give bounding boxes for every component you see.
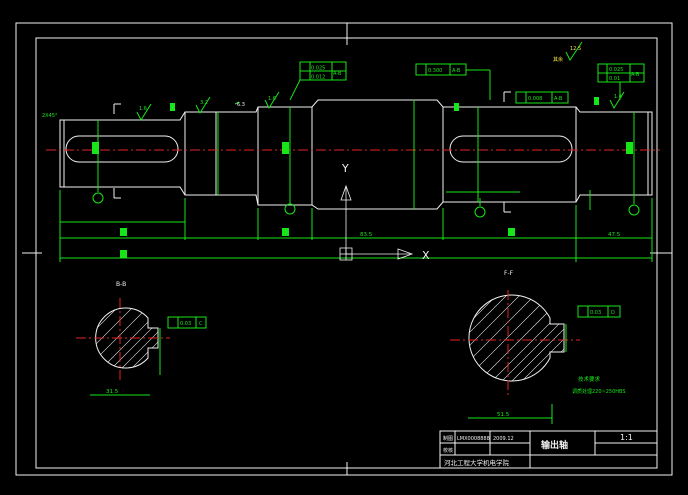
roughness-symbols: 1.6 3.2 1.6 1.6 12.5 其余 2X45° 6.3 bbox=[42, 41, 625, 122]
section-b-label: F-F bbox=[504, 270, 514, 277]
tol2-value: 0.300 bbox=[428, 68, 442, 74]
tol1-top: 0.025 bbox=[311, 66, 325, 72]
row1-label: 制图 bbox=[443, 435, 453, 442]
note-line: 调质处理220~250HBS bbox=[572, 388, 626, 395]
drawing-scale: 1:1 bbox=[620, 433, 633, 442]
dim-right: 47.5 bbox=[608, 232, 621, 238]
sec-a-tol: 0.03 bbox=[180, 321, 191, 327]
axis-y-label: Y bbox=[341, 162, 349, 175]
chamfer-left: 2X45° bbox=[42, 113, 58, 119]
school-name: 河北工程大学机电学院 bbox=[444, 458, 510, 467]
rough-note: 其余 bbox=[553, 56, 563, 63]
section-view-b: F-F 51.5 0.03 D bbox=[450, 270, 621, 424]
datum-markers bbox=[92, 178, 640, 218]
dimension-marks bbox=[92, 97, 633, 258]
tol4-top: 0.025 bbox=[609, 67, 623, 73]
tol2-datum: A-B bbox=[452, 68, 461, 74]
ucs-icon: Y X bbox=[339, 162, 430, 262]
tolerance-frame-3: 0.008 A-B bbox=[515, 91, 569, 104]
tol3-datum: A-B bbox=[554, 96, 563, 102]
outer-border bbox=[15, 22, 673, 476]
section-view-a: B-B 31.5 0.03 C bbox=[76, 281, 207, 396]
dim-mid: 83.5 bbox=[360, 232, 373, 238]
dimension-lines bbox=[59, 100, 653, 262]
rough-a: 1.6 bbox=[139, 106, 147, 112]
tol3-value: 0.008 bbox=[528, 96, 542, 102]
note-title: 技术要求 bbox=[578, 375, 601, 383]
rough-top: 12.5 bbox=[570, 46, 581, 52]
tol4-datum: A-B bbox=[631, 72, 640, 78]
sec-a-width: 31.5 bbox=[106, 389, 119, 395]
row1-value: LMX0008888 bbox=[457, 436, 490, 442]
sec-b-width: 51.5 bbox=[497, 412, 510, 418]
tol1-bot: 0.012 bbox=[311, 75, 325, 81]
keyway-left bbox=[65, 135, 179, 163]
sec-b-datum: D bbox=[611, 310, 615, 316]
tol1-datum: A-B bbox=[333, 71, 342, 77]
tolerance-frame-2: 0.300 A-B bbox=[415, 63, 491, 100]
technical-note: 技术要求 调质处理220~250HBS bbox=[572, 375, 626, 395]
rough-c: 1.6 bbox=[268, 96, 276, 102]
shaft-outline bbox=[59, 99, 653, 210]
sec-b-tol: 0.03 bbox=[590, 310, 601, 316]
sec-a-datum: C bbox=[199, 321, 203, 327]
title-block: 制图 LMX0008888 2009.12 校核 输出轴 1:1 河北工程大学机… bbox=[439, 430, 658, 469]
keyway-right bbox=[449, 135, 573, 163]
row2-label: 校核 bbox=[443, 447, 453, 454]
tolerance-frame-1: 0.025 0.012 A-B bbox=[289, 61, 347, 101]
rough-e: 6.3 bbox=[237, 102, 245, 108]
drawing-title: 输出轴 bbox=[541, 439, 568, 451]
section-a-label: B-B bbox=[116, 281, 126, 288]
rough-d: 1.6 bbox=[614, 94, 622, 100]
rough-b: 3.2 bbox=[200, 100, 208, 106]
axis-x-label: X bbox=[422, 249, 430, 262]
row1-date: 2009.12 bbox=[493, 436, 514, 442]
section-cut-markers bbox=[113, 91, 511, 213]
tolerance-frame-4: 0.025 0.01 A-B bbox=[597, 63, 645, 100]
tol4-bot: 0.01 bbox=[609, 76, 620, 82]
